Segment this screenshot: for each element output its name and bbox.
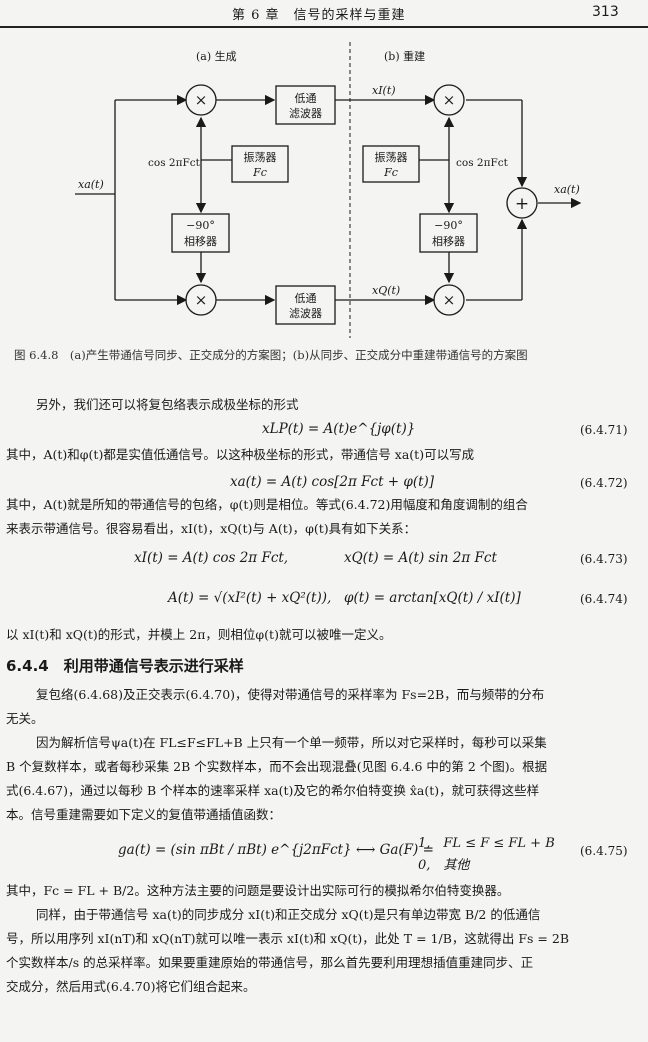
- lpf-a-top-line1: 低通: [295, 92, 317, 105]
- paragraph-5-line-1: 复包络(6.4.68)及正交表示(6.4.70)，使得对带通信号的采样率为 Fs…: [36, 687, 545, 702]
- paragraph-5-line-2: 无关。: [6, 711, 44, 726]
- equation-number-71: (6.4.71): [580, 423, 628, 437]
- phase-shifter-a-line2: 相移器: [184, 235, 217, 248]
- oscillator-a-line2: Fc: [252, 166, 267, 179]
- paragraph-8-line-3: 个实数样本/s 的总采样率。如果要重建原始的带通信号，那么首先要利用理想插值重建…: [6, 955, 534, 970]
- panel-b-label: (b) 重建: [384, 49, 425, 63]
- oscillator-b-line1: 振荡器: [375, 150, 408, 164]
- lpf-a-top-line2: 滤波器: [289, 107, 322, 120]
- header-rule: [0, 26, 648, 28]
- panel-a-label: (a) 生成: [196, 49, 237, 63]
- equation-6-4-74-b: φ(t) = arctan[xQ(t) / xI(t)]: [344, 590, 521, 606]
- paragraph-3-line-1: 其中，A(t)就是所知的带通信号的包络，φ(t)则是相位。等式(6.4.72)用…: [6, 497, 528, 512]
- paragraph-6-line-4: 本。信号重建需要如下定义的复值带通插值函数：: [6, 807, 282, 822]
- adder-symbol: +: [515, 194, 529, 214]
- paragraph-6-line-1: 因为解析信号ψa(t)在 FL≤F≤FL+B 上只有一个单一频带，所以对它采样时…: [36, 735, 547, 750]
- equation-6-4-75-case-1: 1, FL ≤ F ≤ FL + B: [418, 836, 555, 851]
- equation-6-4-73-b: xQ(t) = A(t) sin 2π Fct: [344, 550, 497, 566]
- paragraph-8-line-4: 交成分，然后用式(6.4.70)将它们组合起来。: [6, 979, 256, 994]
- phase-shifter-b-line1: −90°: [434, 219, 463, 232]
- equation-number-73: (6.4.73): [580, 552, 628, 566]
- cos-label-a: cos 2πFct: [148, 157, 201, 169]
- multiplier-a-bottom: ×: [195, 291, 208, 309]
- phase-shifter-a-line1: −90°: [186, 219, 215, 232]
- paragraph-3-line-2: 来表示带通信号。很容易看出，xI(t)，xQ(t)与 A(t)，φ(t)具有如下…: [6, 521, 417, 536]
- equation-6-4-71: xLP(t) = A(t)e^{jφ(t)}: [262, 421, 416, 437]
- phase-shifter-b-line2: 相移器: [432, 235, 465, 248]
- equation-6-4-73-a: xI(t) = A(t) cos 2π Fct,: [134, 550, 289, 566]
- lpf-a-bottom-line2: 滤波器: [289, 307, 322, 320]
- equation-6-4-72: xa(t) = A(t) cos[2π Fct + φ(t)]: [230, 474, 435, 490]
- paragraph-7: 其中，Fc = FL + B/2。这种方法主要的问题是要设计出实际可行的模拟希尔…: [6, 883, 510, 898]
- oscillator-b-line2: Fc: [383, 166, 398, 179]
- block-diagram: (a) 生成 (b) 重建 xa(t) xa(t) × × × × + 低通 滤…: [75, 42, 582, 338]
- lpf-a-bottom-line1: 低通: [295, 292, 317, 305]
- multiplier-b-bottom: ×: [443, 291, 456, 309]
- multiplier-b-top: ×: [443, 91, 456, 109]
- xq-label: xQ(t): [372, 284, 400, 297]
- equation-number-75: (6.4.75): [580, 844, 628, 858]
- oscillator-a-line1: 振荡器: [244, 150, 277, 164]
- section-heading: 6.4.4 利用带通信号表示进行采样: [6, 657, 244, 675]
- figure-caption: 图 6.4.8 (a)产生带通信号同步、正交成分的方案图；(b)从同步、正交成分…: [14, 348, 528, 362]
- paragraph-4: 以 xI(t)和 xQ(t)的形式，并模上 2π，则相位φ(t)就可以被唯一定义…: [6, 627, 392, 642]
- equation-number-72: (6.4.72): [580, 476, 628, 490]
- equation-6-4-75-left: ga(t) = (sin πBt / πBt) e^{j2πFct} ⟷ Ga(…: [118, 842, 434, 858]
- cos-label-b: cos 2πFct: [456, 157, 509, 169]
- chapter-title: 第 6 章 信号的采样与重建: [232, 8, 406, 23]
- paragraph-6-line-2: B 个复数样本，或者每秒采集 2B 个实数样本，而不会出现混叠(见图 6.4.6…: [6, 759, 548, 774]
- page-number: 313: [592, 4, 619, 20]
- equation-6-4-74-a: A(t) = √(xI²(t) + xQ²(t)),: [168, 590, 332, 606]
- page-header: 第 6 章 信号的采样与重建 313: [0, 0, 648, 34]
- paragraph-6-line-3: 式(6.4.67)，通过以每秒 B 个样本的速率采样 xa(t)及它的希尔伯特变…: [6, 783, 540, 798]
- output-label: xa(t): [554, 183, 580, 196]
- paragraph-1: 另外，我们还可以将复包络表示成极坐标的形式: [36, 397, 299, 412]
- multiplier-a-top: ×: [195, 91, 208, 109]
- paragraph-2: 其中，A(t)和φ(t)都是实值低通信号。以这种极坐标的形式，带通信号 xa(t…: [6, 447, 475, 462]
- paragraph-8-line-2: 号，所以用序列 xI(nT)和 xQ(nT)就可以唯一表示 xI(t)和 xQ(…: [6, 931, 570, 946]
- equation-number-74: (6.4.74): [580, 592, 628, 606]
- equation-6-4-75-case-2: 0, 其他: [418, 858, 470, 873]
- paragraph-8-line-1: 同样，由于带通信号 xa(t)的同步成分 xI(t)和正交成分 xQ(t)是只有…: [36, 907, 541, 922]
- input-label: xa(t): [78, 178, 104, 191]
- xi-label: xI(t): [372, 84, 396, 97]
